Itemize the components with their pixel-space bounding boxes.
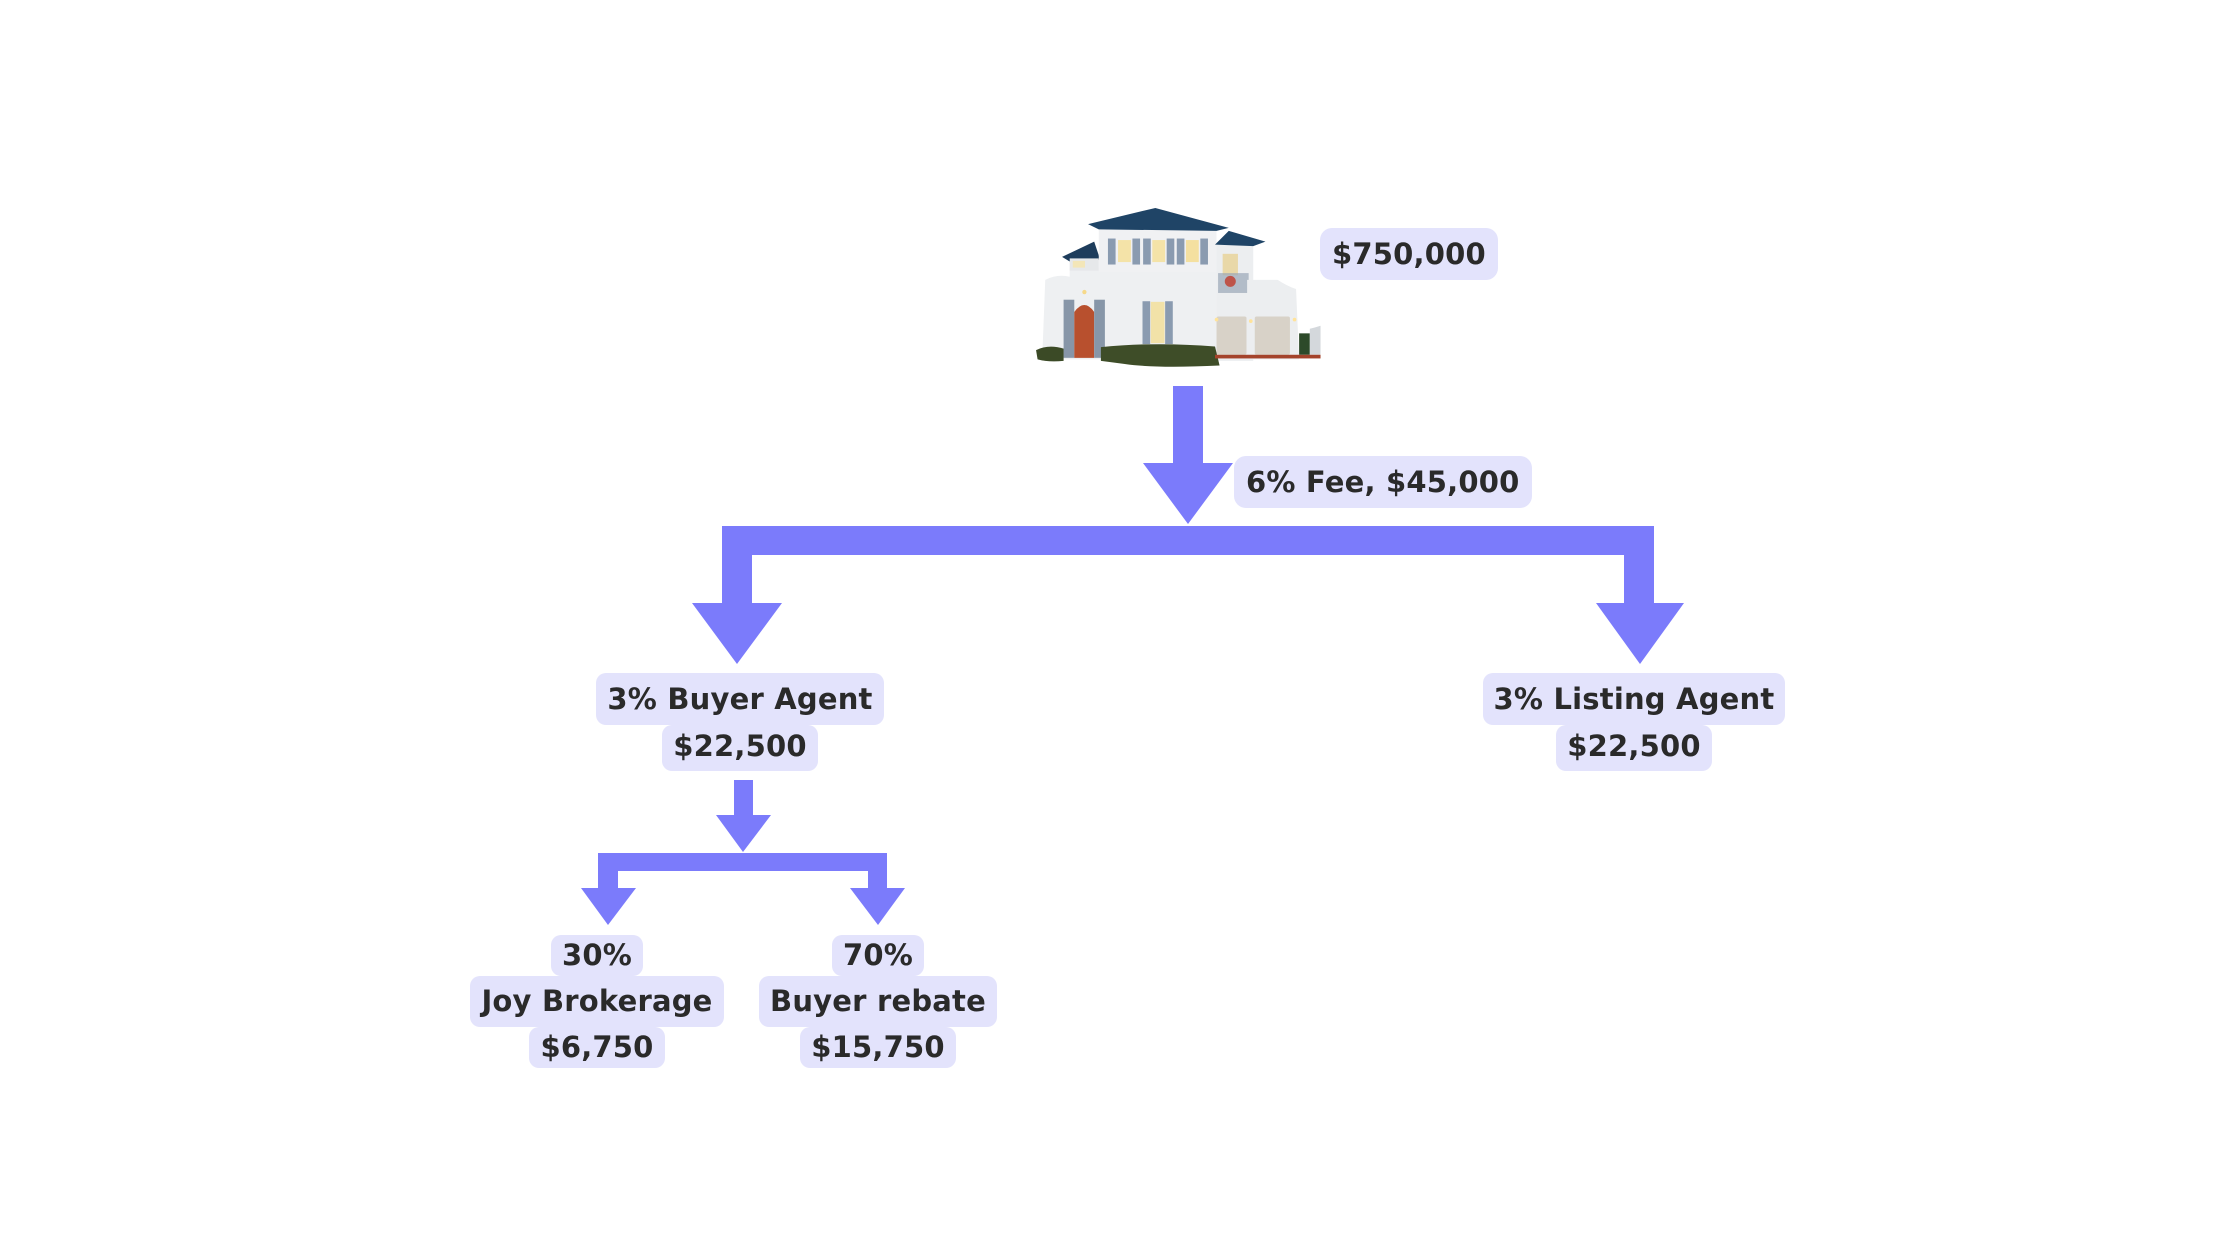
listing-agent-amount: $22,500 [1556, 725, 1712, 771]
buyer-agent-title: 3% Buyer Agent [596, 673, 884, 725]
joy-brokerage-percent: 30% [550, 935, 643, 976]
buyer-rebate-arrow-icon [850, 862, 905, 925]
fee-text: 6% Fee, $45,000 [1234, 456, 1532, 508]
listing-agent-label: 3% Listing Agent $22,500 [1482, 673, 1786, 771]
fee-label: 6% Fee, $45,000 [1234, 456, 1532, 508]
listing-agent-title: 3% Listing Agent [1482, 673, 1786, 725]
buyer-rebate-label: 70% Buyer rebate $15,750 [759, 935, 997, 1068]
house-price-label: $750,000 [1320, 228, 1498, 280]
listing-agent-arrow-icon [1596, 540, 1684, 664]
buyer-agent-amount: $22,500 [662, 725, 818, 771]
buyer-agent-down-arrow-icon [716, 780, 771, 852]
buyer-split-bar [598, 853, 887, 871]
main-split-bar [722, 526, 1654, 555]
buyer-rebate-percent: 70% [831, 935, 924, 976]
buyer-agent-arrow-icon [692, 540, 782, 664]
main-down-arrow-icon [1143, 386, 1233, 524]
joy-brokerage-name: Joy Brokerage [470, 976, 724, 1027]
joy-brokerage-label: 30% Joy Brokerage $6,750 [470, 935, 724, 1068]
house-price: $750,000 [1320, 228, 1498, 280]
house-image-icon [1036, 207, 1321, 367]
joy-brokerage-arrow-icon [581, 862, 636, 925]
buyer-rebate-name: Buyer rebate [759, 976, 997, 1027]
joy-brokerage-amount: $6,750 [529, 1027, 665, 1068]
buyer-agent-label: 3% Buyer Agent $22,500 [596, 673, 884, 771]
buyer-rebate-amount: $15,750 [800, 1027, 956, 1068]
